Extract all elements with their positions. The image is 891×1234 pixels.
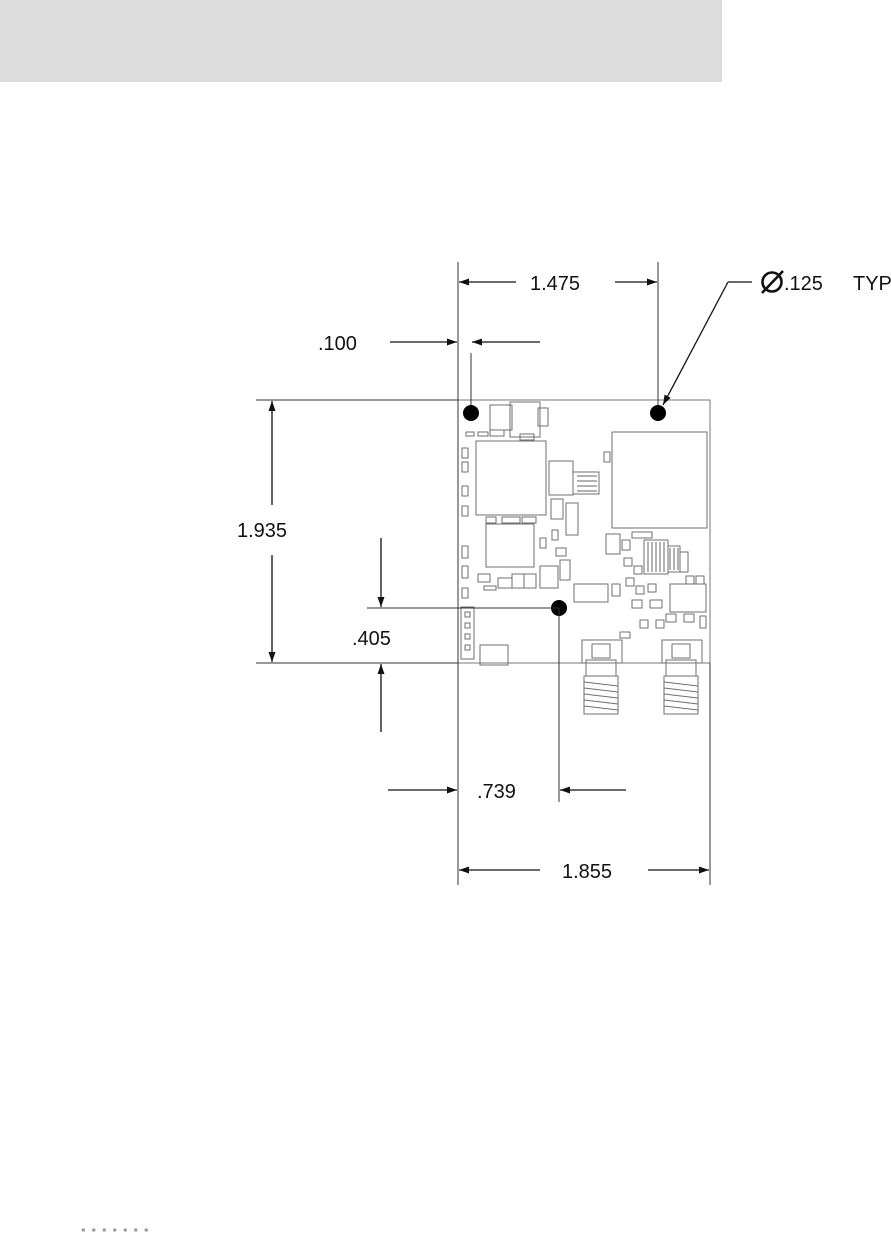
sma-connector-right	[662, 640, 702, 714]
dim-top-span-label: 1.475	[530, 273, 580, 295]
footer-dots	[78, 1228, 152, 1232]
hole-callout: .125 TYP	[762, 271, 891, 295]
dim-center-hole-x-label: .739	[477, 781, 516, 803]
mounting-hole-top-right	[650, 405, 666, 421]
hole-callout-value: .125	[784, 273, 823, 295]
sma-connector-left	[582, 640, 622, 714]
mounting-hole-top-left	[463, 405, 479, 421]
diameter-symbol-icon	[762, 271, 783, 293]
dim-width-label: 1.855	[562, 861, 612, 883]
board-outline	[458, 400, 710, 663]
hole-callout-typ: TYP	[853, 273, 891, 295]
dim-height-label: 1.935	[237, 520, 287, 542]
dim-left-offset-label: .100	[318, 333, 357, 355]
dim-center-hole-y-label: .405	[352, 628, 391, 650]
board-components	[461, 402, 707, 665]
